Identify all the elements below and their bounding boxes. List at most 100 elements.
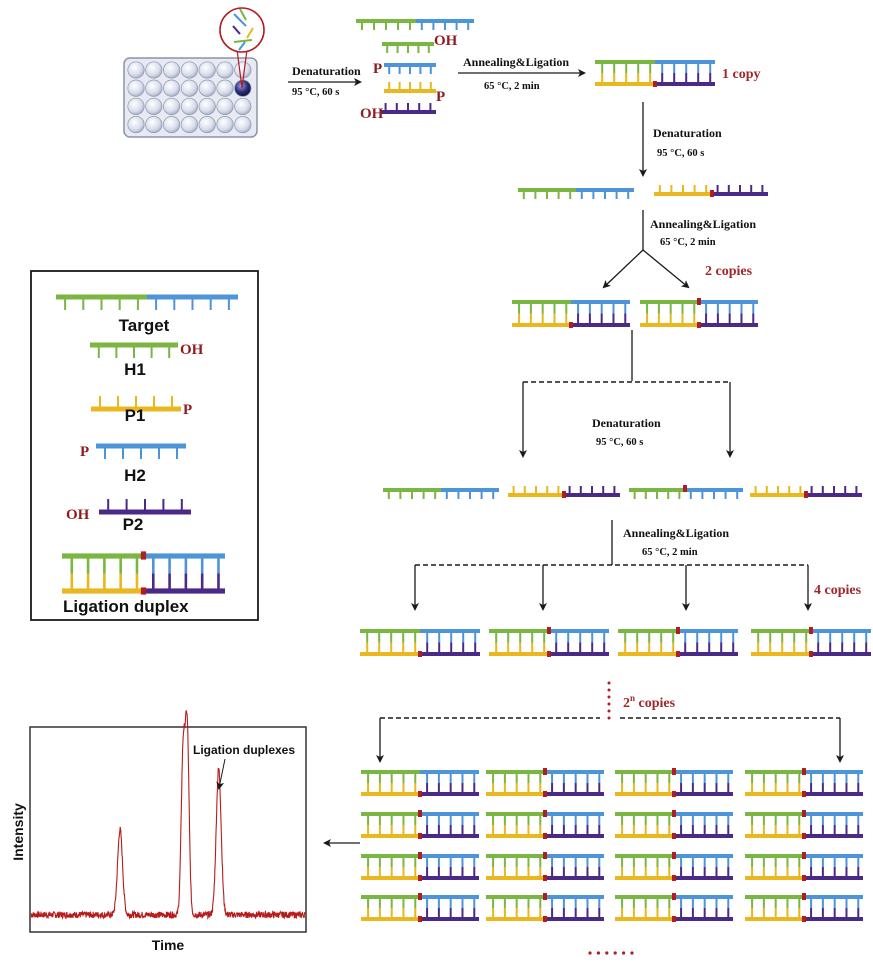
top-strand-h1 xyxy=(615,770,674,774)
ligation-site xyxy=(676,651,680,657)
duplex-4-copies xyxy=(751,627,871,657)
well xyxy=(234,116,252,134)
well-plate xyxy=(123,7,265,138)
legend-target-blue xyxy=(147,294,238,310)
top-strand-h2 xyxy=(674,854,733,858)
dot xyxy=(607,716,611,720)
legend-p1 xyxy=(91,396,181,412)
top-strand-h2 xyxy=(804,812,863,816)
ligation-site xyxy=(547,627,551,634)
ligation-site xyxy=(672,875,676,881)
ligation-site xyxy=(543,852,547,859)
bottom-strand-p2 xyxy=(545,917,604,921)
dot xyxy=(630,951,634,955)
ligation-site xyxy=(672,810,676,817)
top-strand-h1 xyxy=(615,854,674,858)
top-strand-h1 xyxy=(745,770,804,774)
annotation-arrow xyxy=(216,758,226,790)
horizontal-ellipsis xyxy=(588,951,634,955)
ligation-site xyxy=(683,485,687,492)
dot xyxy=(607,688,611,692)
bottom-strand-p2 xyxy=(420,876,479,880)
ligation-site xyxy=(672,893,676,900)
top-strand-h1 xyxy=(595,60,655,64)
top-strand-h2 xyxy=(143,553,225,559)
duplex-2-copies-a xyxy=(512,300,630,328)
top-strand-h2 xyxy=(545,895,604,899)
bottom-strand-p2 xyxy=(811,652,871,656)
bottom-strand-p2 xyxy=(699,323,758,327)
duplex-n-copies xyxy=(745,852,863,881)
legend-label-h2: H2 xyxy=(124,466,146,485)
p2-ligated xyxy=(712,185,768,196)
well xyxy=(216,116,234,134)
ligation-site xyxy=(672,791,676,797)
vertical-ellipsis xyxy=(607,681,611,720)
ligation-site xyxy=(809,627,813,634)
well xyxy=(127,61,145,79)
well xyxy=(163,116,181,134)
target-strand-blue xyxy=(416,19,474,30)
top-strand-h1 xyxy=(361,770,420,774)
dot xyxy=(596,951,601,955)
ligation-site xyxy=(543,791,547,797)
well xyxy=(216,61,234,79)
ligation-site xyxy=(672,916,676,922)
bottom-strand-p2 xyxy=(420,792,479,796)
ligation-site xyxy=(676,627,680,634)
ligation-site xyxy=(802,791,806,797)
well xyxy=(216,79,234,97)
n-copies-base: 2 xyxy=(623,696,630,711)
bottom-strand-p1 xyxy=(512,323,571,327)
dot xyxy=(588,951,592,955)
step-annealing-1: Annealing&Ligation 65 °C, 2 min xyxy=(458,55,586,92)
top-strand-h2 xyxy=(420,770,479,774)
top-strand-h1 xyxy=(640,300,699,304)
four-copies-label: 4 copies xyxy=(814,583,862,598)
well xyxy=(180,79,198,97)
magnifier-callout xyxy=(219,7,265,89)
h2-p-modifier: P xyxy=(373,61,382,77)
legend-p1-modifier: P xyxy=(183,402,192,418)
bottom-strand-p1 xyxy=(486,876,545,880)
bottom-strand-p2 xyxy=(545,792,604,796)
bottom-strand-p2 xyxy=(420,652,480,656)
legend-label-ligation-duplex: Ligation duplex xyxy=(63,597,189,616)
duplex-n-copies xyxy=(361,810,479,839)
x-axis-label: Time xyxy=(152,937,185,953)
ligation-site xyxy=(802,768,806,775)
legend-h1 xyxy=(90,342,178,358)
ligation-site xyxy=(653,81,657,87)
annealing-label: Annealing&Ligation xyxy=(650,217,756,231)
ligation-site xyxy=(543,875,547,881)
h1-oh-modifier: OH xyxy=(434,33,458,49)
dot xyxy=(622,951,626,955)
ligation-site xyxy=(672,768,676,775)
well xyxy=(216,97,234,115)
bottom-strand-p1 xyxy=(745,834,804,838)
ligation-site xyxy=(804,491,808,498)
ligation-site xyxy=(672,852,676,859)
well xyxy=(198,61,216,79)
h2-ligated xyxy=(685,488,743,499)
annealing-condition: 65 °C, 2 min xyxy=(484,81,540,92)
bottom-strand-p2 xyxy=(804,834,863,838)
well xyxy=(163,97,181,115)
ligation-site xyxy=(543,833,547,839)
top-strand-h1 xyxy=(615,895,674,899)
duplex-n-copies xyxy=(745,810,863,839)
top-strand-h2 xyxy=(571,300,630,304)
bottom-strand-p2 xyxy=(545,876,604,880)
well xyxy=(234,97,252,115)
top-strand-h2 xyxy=(804,854,863,858)
top-strand-h1 xyxy=(486,812,545,816)
duplex-n-copies xyxy=(615,810,733,839)
legend-h1-modifier: OH xyxy=(180,342,204,358)
chart-frame xyxy=(29,726,307,933)
top-strand-h1 xyxy=(486,854,545,858)
top-strand-h2 xyxy=(549,629,609,633)
dot xyxy=(607,709,611,713)
legend-label-p2: P2 xyxy=(123,515,144,534)
bottom-strand-p1 xyxy=(615,917,674,921)
plate-wells xyxy=(127,61,252,134)
